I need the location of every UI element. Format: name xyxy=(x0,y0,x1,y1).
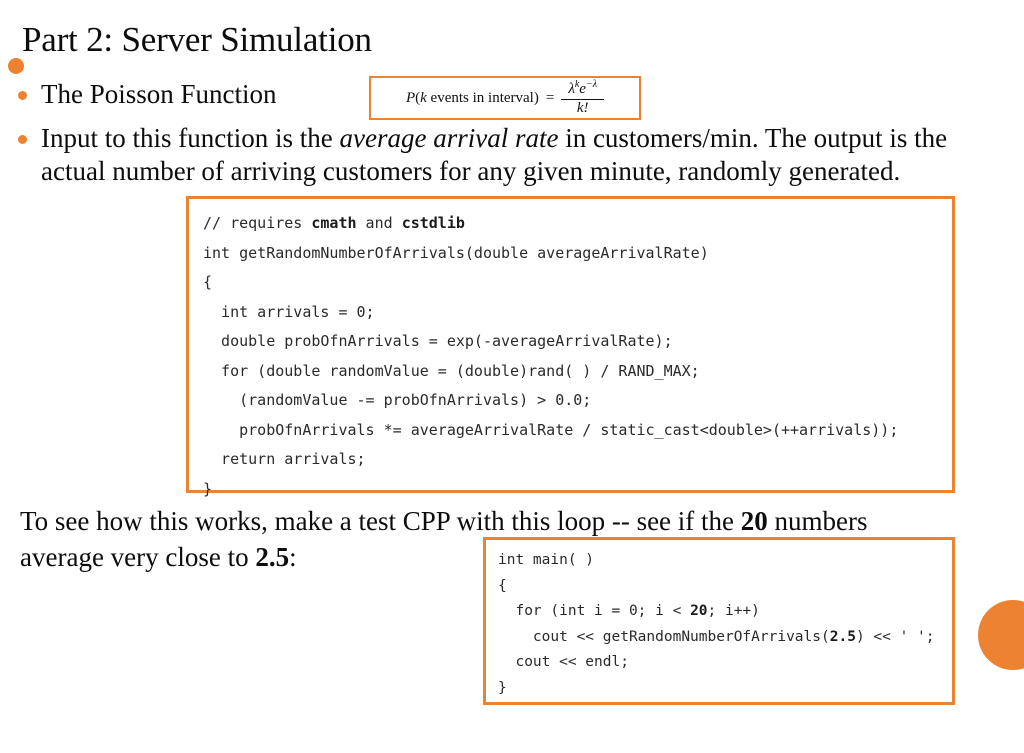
formula-fraction-bar xyxy=(561,98,605,100)
code-keyword-cstdlib: cstdlib xyxy=(401,214,465,232)
page-title-text: Part 2: Server Simulation xyxy=(22,20,372,59)
formula-fraction: λke−λ k! xyxy=(561,78,605,117)
poisson-formula: P(k events in interval) = λke−λ k! xyxy=(405,78,605,117)
code-line: } xyxy=(203,479,213,498)
instruction-paragraph: To see how this works, make a test CPP w… xyxy=(20,506,868,572)
list-item: Input to this function is the average ar… xyxy=(18,122,1018,188)
code-block-main-test-loop: int main( ) { for (int i = 0; i < 20; i+… xyxy=(483,537,955,705)
code-line: { xyxy=(498,577,507,594)
list-item: The Poisson Function xyxy=(18,78,277,111)
code-line: int arrivals = 0; xyxy=(203,302,375,321)
emphasis-average-arrival-rate: average arrival rate xyxy=(339,123,559,153)
code-line: int main( ) xyxy=(498,552,595,568)
bullet-dot-icon xyxy=(18,135,27,144)
formula-left-side: P(k events in interval) xyxy=(405,89,539,106)
code-literal-2-5: 2.5 xyxy=(829,628,856,645)
title-bullet-icon xyxy=(8,58,24,74)
poisson-formula-box: P(k events in interval) = λke−λ k! xyxy=(369,76,641,120)
formula-equals-sign: = xyxy=(545,89,555,106)
highlight-count-20: 20 xyxy=(740,506,768,536)
highlight-value-2-5: 2.5 xyxy=(255,542,290,572)
code-line: cout << endl; xyxy=(498,654,629,670)
code-line: double probOfnArrivals = exp(-averageArr… xyxy=(203,332,673,350)
code-line: { xyxy=(203,273,213,291)
bullet-2-text: Input to this function is the average ar… xyxy=(41,123,948,186)
bullet-dot-icon xyxy=(18,91,27,100)
code-line: ) << ' '; xyxy=(855,628,935,645)
page-title: Part 2: Server Simulation xyxy=(8,20,372,74)
code-line: int getRandomNumberOfArrivals(double ave… xyxy=(203,243,709,262)
code-line: cout << getRandomNumberOfArrivals( xyxy=(498,628,830,645)
code-line: and xyxy=(356,214,402,232)
code-line: for (int i = 0; i < xyxy=(498,603,691,619)
bullet-1-label: The Poisson Function xyxy=(41,79,277,109)
formula-numerator: λke−λ xyxy=(568,78,598,97)
decorative-circle xyxy=(978,600,1024,670)
code-literal-20: 20 xyxy=(690,603,708,619)
code-line: for (double randomValue = (double)rand( … xyxy=(203,361,700,380)
code-line: } xyxy=(498,679,507,696)
formula-denominator: k! xyxy=(576,99,589,116)
code-keyword-cmath: cmath xyxy=(311,214,357,232)
code-line: ; i++) xyxy=(707,603,760,619)
code-line: return arrivals; xyxy=(203,450,366,468)
code-block-poisson-function: // requires cmath and cstdlib int getRan… xyxy=(186,196,955,498)
code-line: // requires xyxy=(203,214,312,232)
code-line: (randomValue -= probOfnArrivals) > 0.0; xyxy=(203,391,592,409)
code-line: probOfnArrivals *= averageArrivalRate / … xyxy=(203,420,899,439)
